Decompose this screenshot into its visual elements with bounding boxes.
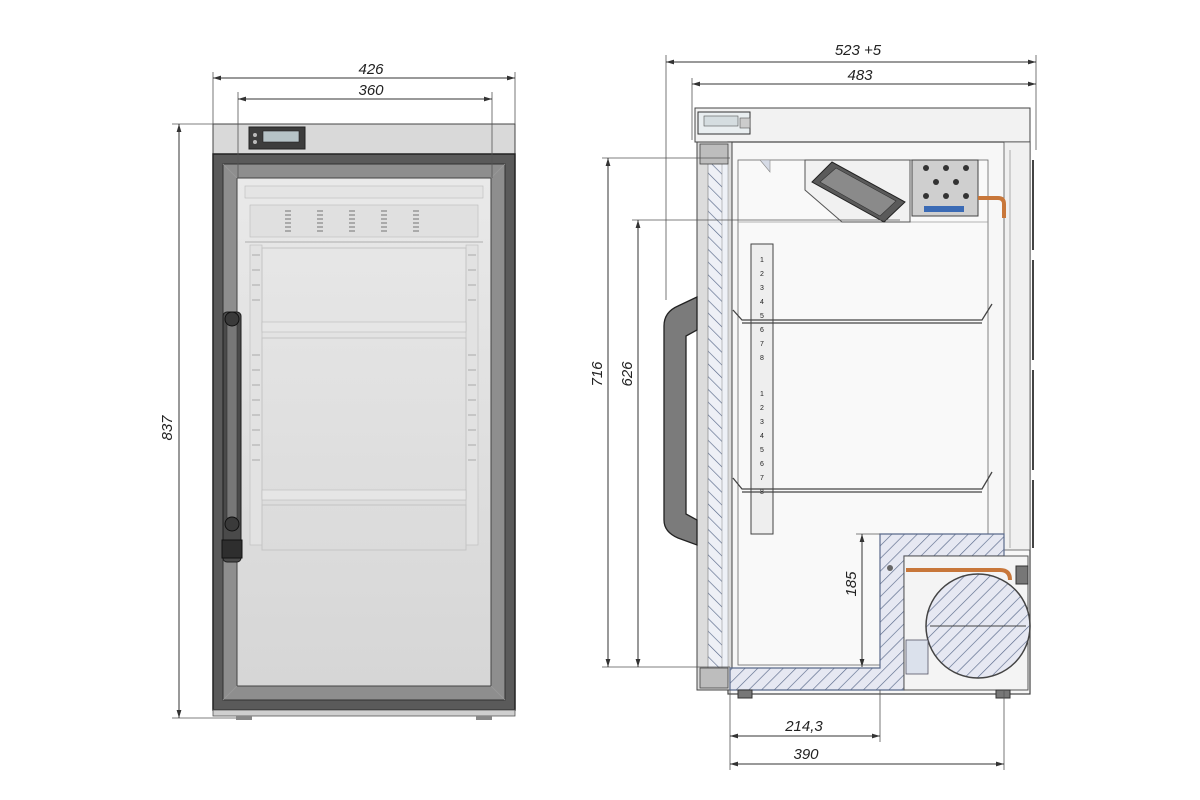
svg-text:1: 1	[760, 391, 764, 398]
dim-front-outer-width: 426	[358, 61, 384, 78]
dim-side-body-depth: 483	[847, 67, 873, 84]
svg-text:1: 1	[760, 257, 764, 264]
front-shelf-1-edge	[261, 321, 467, 333]
front-shelf-2-edge	[261, 489, 467, 501]
dim-side-total-depth: 523 +5	[835, 42, 882, 59]
dim-bottom-depth: 390	[793, 746, 819, 763]
side-dimension-lines: 523 +5 483 716 626 185 214,3 390	[589, 42, 1037, 770]
front-right-rail	[465, 244, 479, 546]
side-door	[696, 141, 733, 691]
dim-side-height: 716	[589, 361, 606, 387]
front-base	[212, 709, 516, 717]
front-door-handle	[221, 311, 243, 563]
dim-side-interior-height: 626	[619, 361, 636, 387]
side-door-handle	[663, 295, 698, 546]
side-foot-rear	[995, 689, 1011, 699]
svg-text:2: 2	[760, 405, 764, 412]
front-foot-right	[476, 716, 492, 720]
side-wire-shelf-upper	[732, 303, 993, 324]
side-foot-front	[737, 689, 753, 699]
side-wire-shelf-lower	[732, 471, 993, 493]
side-cabinet-back-wall	[1003, 141, 1031, 551]
front-foot-left	[236, 716, 252, 720]
front-controller-display	[248, 126, 306, 150]
side-top-panel	[694, 107, 1031, 143]
side-controller	[697, 111, 751, 135]
dim-front-inner-width: 360	[358, 82, 384, 99]
side-view: 1 2 3 4 5 6 7 8 1 2 3 4 5 6 7 8	[663, 107, 1034, 699]
svg-text:8: 8	[760, 355, 764, 362]
svg-text:4: 4	[760, 299, 764, 306]
svg-text:7: 7	[760, 341, 764, 348]
front-interior	[244, 185, 484, 551]
svg-text:3: 3	[760, 419, 764, 426]
front-glass	[236, 177, 492, 687]
dim-compressor-height: 185	[843, 571, 860, 597]
front-shelf-3	[261, 504, 467, 551]
side-compressor	[887, 565, 1031, 679]
front-view	[212, 123, 516, 720]
svg-text:4: 4	[760, 433, 764, 440]
svg-text:5: 5	[760, 313, 764, 320]
svg-text:3: 3	[760, 285, 764, 292]
svg-text:5: 5	[760, 447, 764, 454]
svg-text:6: 6	[760, 461, 764, 468]
side-shelf-rail: 1 2 3 4 5 6 7 8 1 2 3 4 5 6 7 8	[750, 243, 774, 535]
svg-text:7: 7	[760, 475, 764, 482]
front-left-rail	[249, 244, 263, 546]
front-dimension-lines: 426 360 837	[159, 61, 516, 719]
svg-text:6: 6	[760, 327, 764, 334]
svg-text:2: 2	[760, 271, 764, 278]
front-evaporator-grille	[249, 204, 479, 238]
dim-compressor-offset: 214,3	[784, 718, 823, 735]
side-evaporator-block	[911, 159, 1006, 218]
side-evaporator-fan	[804, 159, 911, 223]
dim-front-height: 837	[159, 415, 176, 441]
